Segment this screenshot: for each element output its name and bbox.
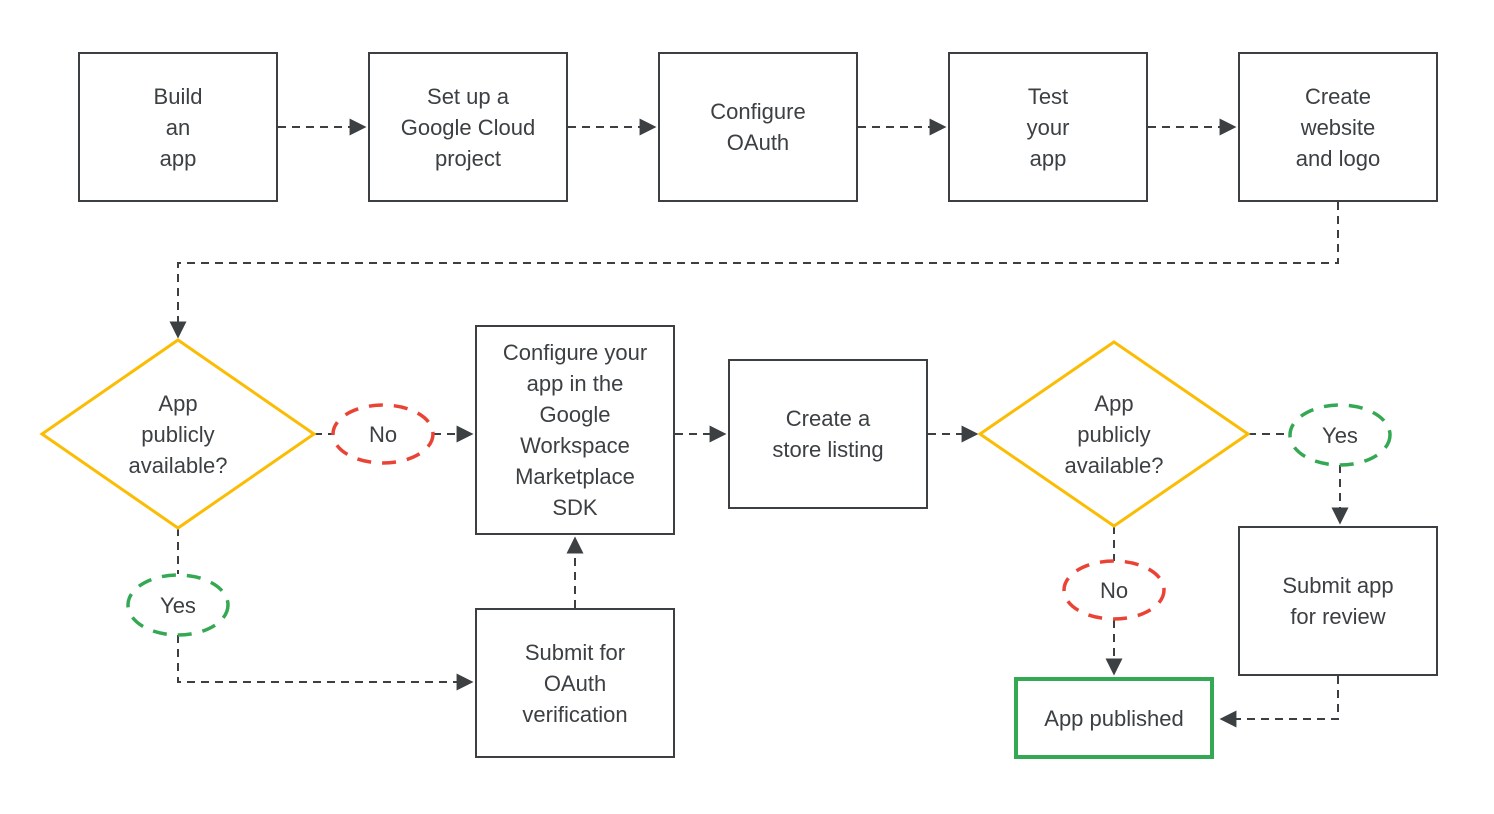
label-yes-1-text: Yes — [160, 592, 196, 618]
node-create-website-and-logo-label: Create website and logo — [1295, 83, 1381, 171]
label-no-2: No — [1064, 561, 1164, 619]
node-test-your-app-label: Test your app — [1026, 83, 1070, 171]
decision-diamond-2-shape — [977, 340, 1251, 528]
node-app-published: App published — [1014, 677, 1214, 759]
node-create-store-listing: Create a store listing — [728, 359, 928, 509]
decision-app-publicly-available-2: App publicly available? — [994, 360, 1234, 508]
label-yes-2: Yes — [1290, 405, 1390, 465]
edge-website-to-decision1 — [169, 202, 1339, 339]
label-no-1: No — [333, 405, 433, 463]
node-submit-app-for-review: Submit app for review — [1238, 526, 1438, 676]
node-submit-oauth-verification-label: Submit for OAuth verification — [522, 639, 628, 727]
node-configure-marketplace-sdk-label: Configure your app in the Google Workspa… — [502, 340, 648, 520]
decision-diamond-1-shape — [39, 338, 317, 530]
edge-review-to-published — [1219, 676, 1339, 728]
node-setup-google-cloud-project: Set up a Google Cloud project — [368, 52, 568, 202]
node-create-website-and-logo: Create website and logo — [1238, 52, 1438, 202]
edge-yes1-to-submit-oauth — [177, 635, 474, 691]
node-configure-oauth: Configure OAuth — [658, 52, 858, 202]
label-yes-2-text: Yes — [1322, 422, 1358, 448]
decision-app-publicly-available-2-label: App publicly available? — [1064, 390, 1164, 478]
node-test-your-app: Test your app — [948, 52, 1148, 202]
label-yes-1: Yes — [128, 575, 228, 635]
decision-app-publicly-available-1: App publicly available? — [58, 360, 298, 508]
no-oval-1-shape — [331, 403, 435, 465]
node-app-published-label: App published — [1044, 705, 1184, 731]
node-create-store-listing-label: Create a store listing — [772, 406, 884, 462]
no-oval-2-shape — [1062, 559, 1166, 621]
label-no-2-text: No — [1099, 577, 1129, 603]
node-setup-google-cloud-project-label: Set up a Google Cloud project — [400, 83, 536, 171]
node-submit-app-for-review-label: Submit app for review — [1282, 573, 1394, 629]
decision-app-publicly-available-1-label: App publicly available? — [128, 390, 228, 478]
node-configure-marketplace-sdk: Configure your app in the Google Workspa… — [475, 325, 675, 535]
yes-oval-2-shape — [1288, 403, 1392, 467]
node-configure-oauth-label: Configure OAuth — [710, 99, 806, 155]
node-build-app-label: Build an app — [153, 83, 203, 171]
yes-oval-1-shape — [126, 573, 230, 637]
label-no-1-text: No — [368, 421, 398, 447]
node-build-app: Build an app — [78, 52, 278, 202]
node-submit-oauth-verification: Submit for OAuth verification — [475, 608, 675, 758]
